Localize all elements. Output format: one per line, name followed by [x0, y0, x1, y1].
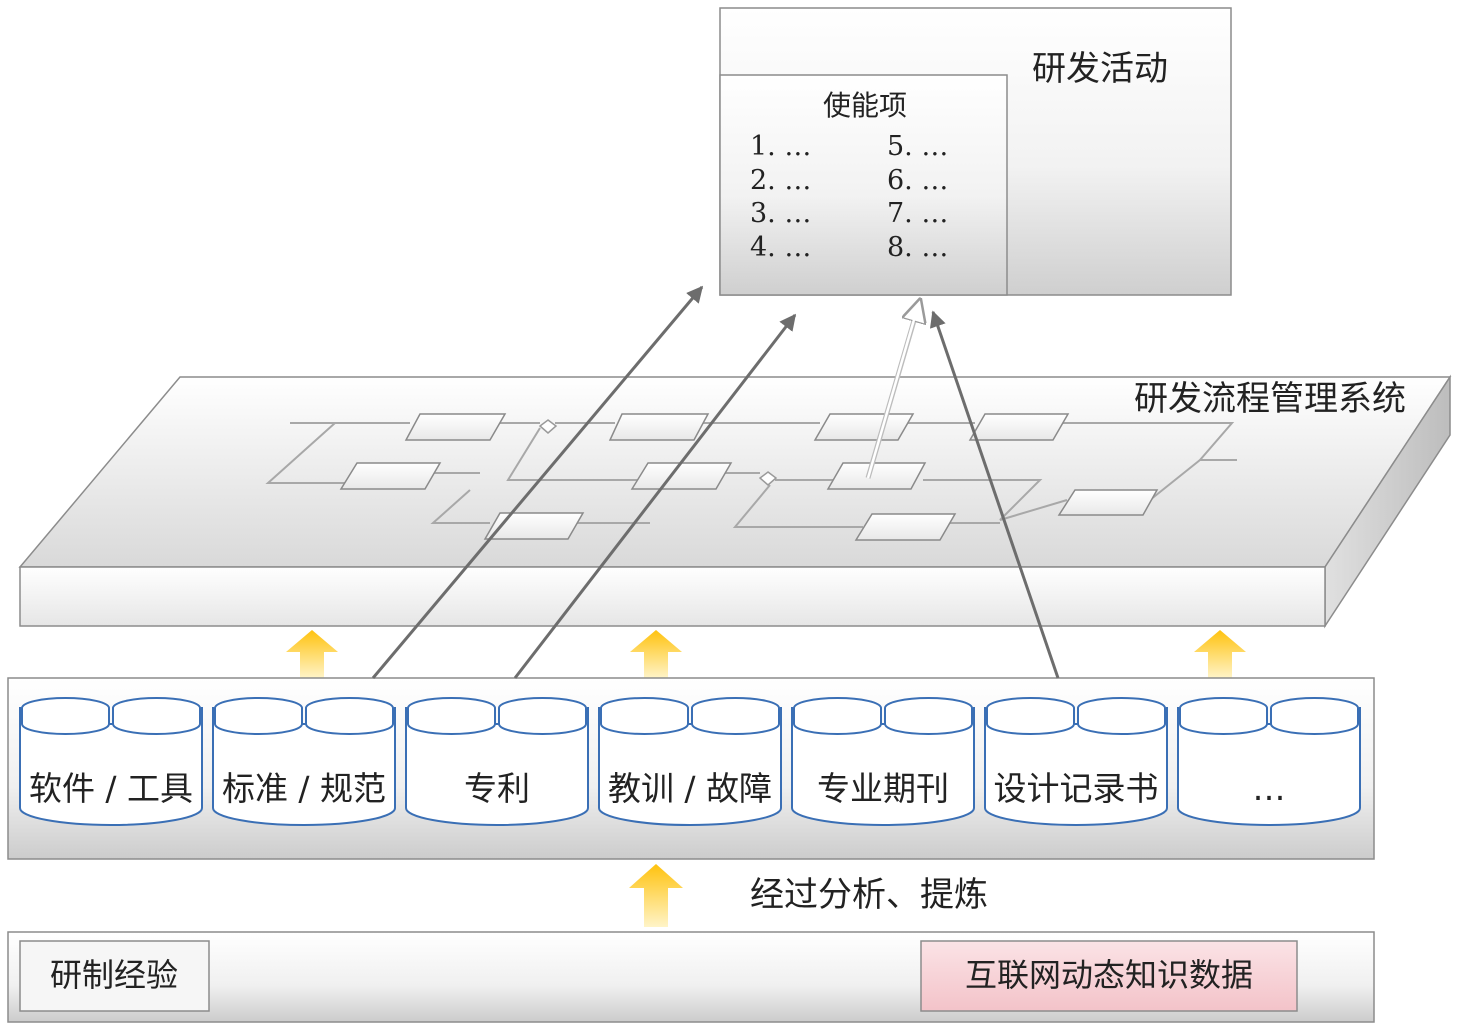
knowledge-db: …: [1177, 697, 1361, 826]
workflow-node: [630, 462, 733, 490]
knowledge-db-label: 教训 / 故障: [608, 769, 772, 808]
workflow-node: [1057, 489, 1159, 516]
db-cap: [1077, 697, 1166, 735]
knowledge-db: 教训 / 故障: [598, 697, 782, 826]
internet-data-label: 互联网动态知识数据: [965, 956, 1253, 994]
up-arrow-icon: [629, 864, 683, 927]
knowledge-db: 设计记录书: [984, 697, 1168, 826]
workflow-node: [854, 513, 957, 541]
process-management-platform: 研发流程管理系统: [18, 374, 1452, 629]
workflow-diagram: [265, 422, 1237, 528]
workflow-node: [826, 462, 927, 490]
knowledge-db-label: 软件 / 工具: [29, 769, 193, 808]
enabler-item: 1. …: [750, 131, 811, 162]
analysis-label: 经过分析、提炼: [750, 875, 988, 915]
arrow-records-to-enablers: [929, 310, 1060, 679]
up-arrow-icon: [286, 630, 338, 678]
rd-activity-title: 研发活动: [1032, 49, 1168, 89]
db-cap: [498, 697, 587, 735]
enabler-item: 2. …: [750, 165, 811, 196]
knowledge-db-label: 标准 / 规范: [222, 769, 386, 808]
knowledge-repository: 软件 / 工具标准 / 规范 专利 教训 / 故障 专业期刊 设计记录书 …: [7, 677, 1375, 860]
up-arrow-icon: [1194, 630, 1246, 678]
enabler-item: 6. …: [887, 165, 948, 196]
workflow-node: [339, 462, 442, 490]
workflow-gateway: [538, 419, 558, 434]
knowledge-db: 专业期刊: [791, 697, 975, 826]
experience-label: 研制经验: [50, 956, 178, 994]
workflow-node: [483, 512, 585, 540]
sources-band: 研制经验 互联网动态知识数据: [7, 931, 1375, 1023]
enabler-item: 8. …: [887, 232, 948, 263]
db-cap: [884, 697, 973, 735]
db-cap: [21, 697, 110, 735]
link-arrows: [371, 285, 1060, 679]
enabler-box: 使能项 1. … 2. … 3. … 4. … 5. … 6. … 7. … 8…: [719, 74, 1008, 296]
knowledge-db: 标准 / 规范: [212, 697, 396, 826]
db-cap: [112, 697, 201, 735]
knowledge-db: 软件 / 工具: [19, 697, 203, 826]
process-system-title: 研发流程管理系统: [1134, 379, 1406, 419]
enabler-item: 4. …: [750, 232, 811, 263]
arrow-standards-to-enablers: [371, 285, 704, 679]
arrow-patents-to-enablers: [513, 313, 797, 679]
enabler-item: 3. …: [750, 198, 811, 229]
db-cap: [600, 697, 689, 735]
db-cap: [214, 697, 303, 735]
knowledge-db-label: 设计记录书: [994, 769, 1159, 808]
knowledge-db-label: 专利: [464, 769, 530, 808]
db-cap: [691, 697, 780, 735]
db-cap: [1270, 697, 1359, 735]
workflow-node: [404, 413, 507, 441]
db-cap: [986, 697, 1075, 735]
enabler-item: 5. …: [887, 131, 948, 162]
up-arrow-icon: [630, 630, 682, 678]
db-cap: [407, 697, 496, 735]
workflow-node: [968, 413, 1070, 441]
experience-box: [19, 940, 210, 1012]
internet-data-box: [920, 940, 1298, 1012]
knowledge-db: 专利: [405, 697, 589, 826]
workflow-gateway: [758, 471, 778, 486]
gold-arrows: [286, 630, 1246, 927]
enabler-item: 7. …: [887, 198, 948, 229]
db-cap: [305, 697, 394, 735]
knowledge-db-label: …: [1253, 769, 1286, 808]
workflow-node: [608, 413, 710, 441]
knowledge-db-label: 专业期刊: [817, 769, 949, 808]
workflow-node: [813, 413, 915, 441]
db-cap: [793, 697, 882, 735]
db-cap: [1179, 697, 1268, 735]
enabler-title: 使能项: [823, 89, 907, 122]
